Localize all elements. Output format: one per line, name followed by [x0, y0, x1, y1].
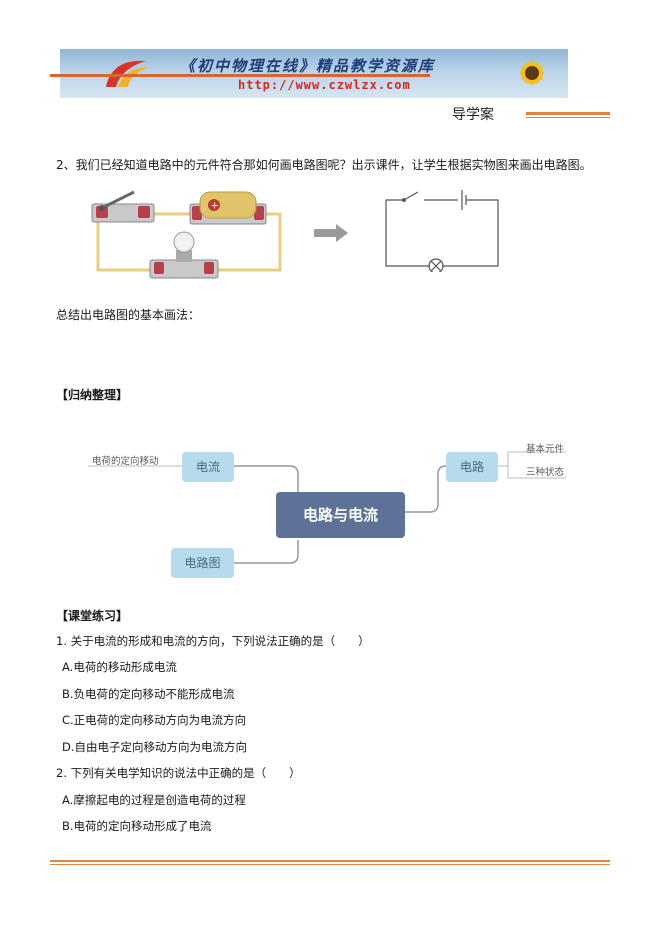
- footer-rule-thin: [50, 864, 610, 865]
- physical-circuit-illustration: +: [91, 190, 282, 279]
- section-heading-practice: 【课堂练习】: [56, 609, 129, 623]
- question-1-option-d: D.自由电子定向移动方向为电流方向: [62, 740, 248, 754]
- mindmap-current-note: 电荷的定向移动: [92, 456, 159, 467]
- question-2-option-b: B.电荷的定向移动形成了电流: [62, 819, 212, 833]
- footer-rule: [50, 860, 610, 862]
- svg-text:+: +: [211, 201, 219, 212]
- question-2-stem: 2. 下列有关电学知识的说法中正确的是（ ）: [56, 766, 301, 780]
- mindmap-node-current: 电流: [182, 452, 234, 482]
- section-heading-guina: 【归纳整理】: [56, 388, 129, 402]
- question-1-option-b: B.负电荷的定向移动不能形成电流: [62, 687, 235, 701]
- mindmap-node-circuit: 电路: [446, 452, 498, 482]
- mindmap-node-diagram: 电路图: [171, 548, 234, 578]
- banner-rule: [50, 74, 430, 77]
- summary-text: 总结出电路图的基本画法：: [56, 308, 201, 322]
- question-1-option-c: C.正电荷的定向移动方向为电流方向: [62, 713, 247, 727]
- mindmap-circuit-child-1: 基本元件: [526, 444, 565, 455]
- mindmap-circuit-child-2: 三种状态: [526, 467, 565, 478]
- mindmap-center-node: 电路与电流: [276, 492, 405, 538]
- sunflower-icon: [520, 61, 544, 85]
- doc-label-rule-thin: [526, 117, 610, 118]
- question-1-stem: 1. 关于电流的形成和电流的方向，下列说法正确的是（ ）: [56, 634, 370, 648]
- question-2-option-a: A.摩擦起电的过程是创造电荷的过程: [62, 793, 246, 807]
- banner-url: http://www.czwlzx.com: [238, 78, 411, 92]
- header-banner: 《初中物理在线》精品教学资源库 http://www.czwlzx.com: [60, 49, 568, 98]
- circuit-schematic-diagram: [385, 190, 499, 272]
- question-2-text: 2、我们已经知道电路中的元件符合那如何画电路图呢？出示课件，让学生根据实物图来画…: [56, 158, 592, 172]
- doc-label: 导学案: [452, 107, 494, 123]
- doc-label-rule: [526, 112, 610, 115]
- arrow-right-icon: [314, 224, 348, 242]
- banner-title: 《初中物理在线》精品教学资源库: [180, 57, 436, 75]
- question-1-option-a: A.电荷的移动形成电流: [62, 660, 177, 674]
- logo-swoosh-icon: [106, 60, 150, 87]
